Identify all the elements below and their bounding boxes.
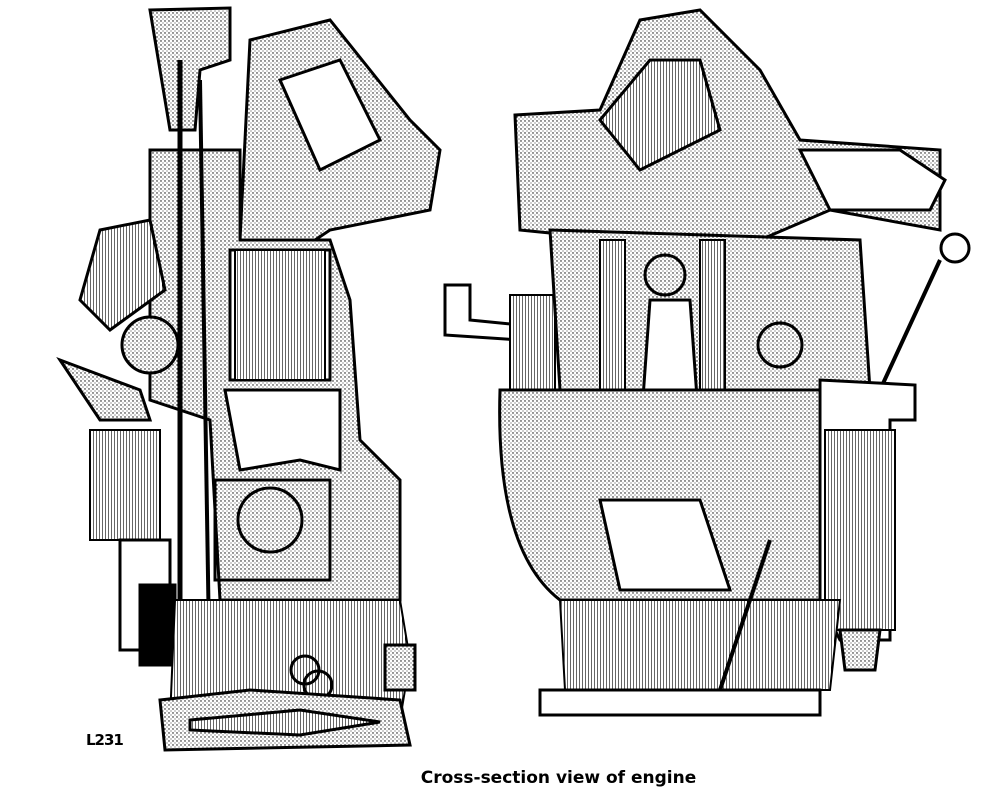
figure-caption: Cross-section view of engine — [420, 768, 697, 788]
engine-front-section — [443, 8, 971, 717]
engine-side-section — [56, 6, 442, 752]
figure-label: L231 — [86, 731, 124, 749]
